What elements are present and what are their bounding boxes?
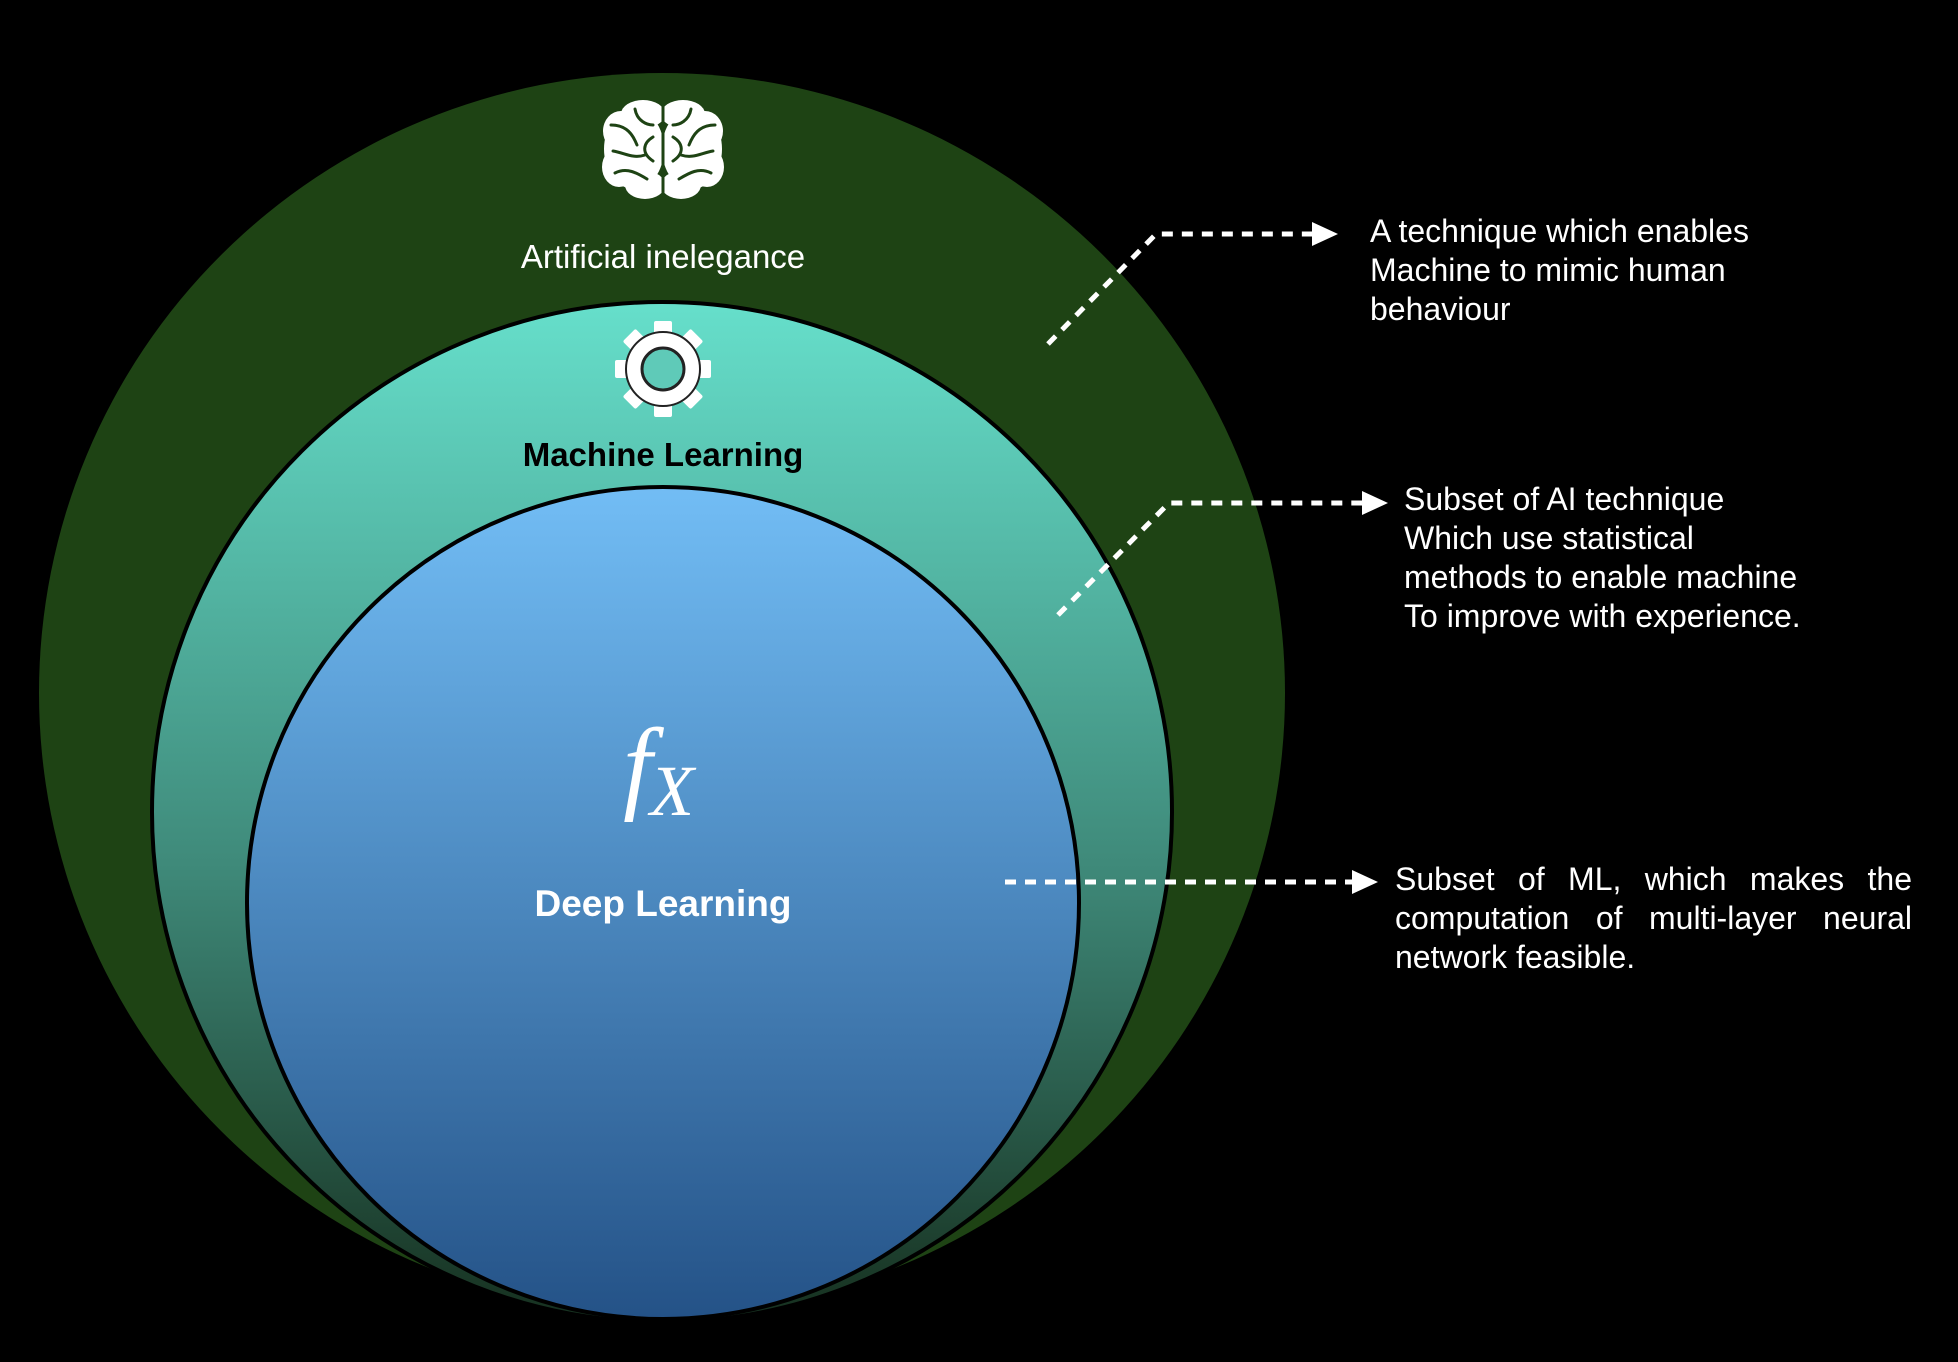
- ml-description-line: methods to enable machine: [1404, 559, 1798, 595]
- dl-circle: [245, 485, 1081, 1321]
- dl-description-line: computation of multi-layer neural: [1395, 900, 1912, 936]
- dl-connector: [1005, 870, 1378, 894]
- fx-x: X: [647, 751, 697, 831]
- brain-icon: [602, 100, 724, 199]
- ml-description-line: To improve with experience.: [1404, 598, 1801, 634]
- dl-description: Subset of ML, which makes the computatio…: [1395, 860, 1912, 977]
- ml-description: Subset of AI technique Which use statist…: [1404, 480, 1884, 636]
- dl-description-line: Subset of ML, which makes the: [1395, 861, 1912, 897]
- ml-description-line: Subset of AI technique: [1404, 481, 1725, 517]
- ai-description-line: behaviour: [1370, 291, 1511, 327]
- ai-connector: [1046, 222, 1338, 346]
- ml-arrowhead: [1362, 491, 1388, 515]
- dl-label: Deep Learning: [535, 883, 792, 924]
- dl-description-line: network feasible.: [1395, 939, 1636, 975]
- function-fx-icon: f X: [623, 708, 697, 831]
- ml-connector: [1056, 491, 1388, 617]
- gear-icon: [615, 321, 711, 417]
- ai-description-line: Machine to mimic human: [1370, 252, 1726, 288]
- ai-description-line: A technique which enables: [1370, 213, 1749, 249]
- dl-arrowhead: [1352, 870, 1378, 894]
- ai-description: A technique which enables Machine to mim…: [1370, 212, 1850, 329]
- ai-arrowhead: [1312, 222, 1338, 246]
- ml-label: Machine Learning: [523, 436, 804, 473]
- ml-description-line: Which use statistical: [1404, 520, 1694, 556]
- ai-label: Artificial inelegance: [521, 238, 805, 275]
